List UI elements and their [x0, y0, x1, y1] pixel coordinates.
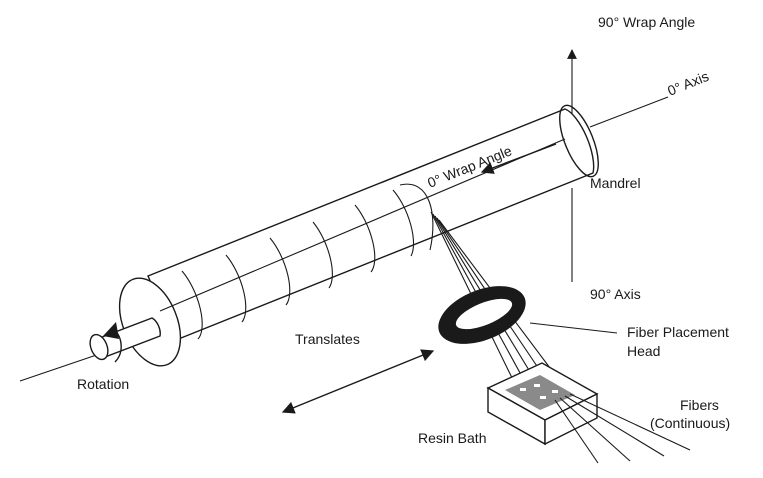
- fiber-placement-head: [438, 286, 618, 344]
- fibers-label-line2: (Continuous): [650, 415, 730, 431]
- resin-liquid: [505, 375, 575, 410]
- wound-fiber-bands: [181, 189, 415, 340]
- zero-wrap-angle-arrow: [480, 143, 557, 174]
- continuous-fibers: [554, 393, 691, 464]
- ninety-wrap-angle-label: 90° Wrap Angle: [598, 14, 695, 30]
- fibers-label-line1: Fibers: [680, 397, 719, 413]
- resin-bath-label: Resin Bath: [418, 430, 486, 446]
- fiber-placement-head-label-line1: Fiber Placement: [627, 324, 729, 340]
- rotation-arrow-icon: [103, 322, 122, 363]
- zero-axis-label: 0° Axis: [665, 68, 711, 99]
- ninety-axis-label: 90° Axis: [590, 286, 641, 302]
- translates-label: Translates: [295, 331, 360, 347]
- rotation-shaft: [89, 317, 161, 361]
- rotation-label: Rotation: [77, 376, 129, 392]
- translates-arrow: [281, 349, 435, 414]
- mandrel-label: Mandrel: [590, 175, 641, 191]
- resin-bath: [486, 362, 599, 446]
- fiber-placement-head-label-line2: Head: [627, 343, 660, 359]
